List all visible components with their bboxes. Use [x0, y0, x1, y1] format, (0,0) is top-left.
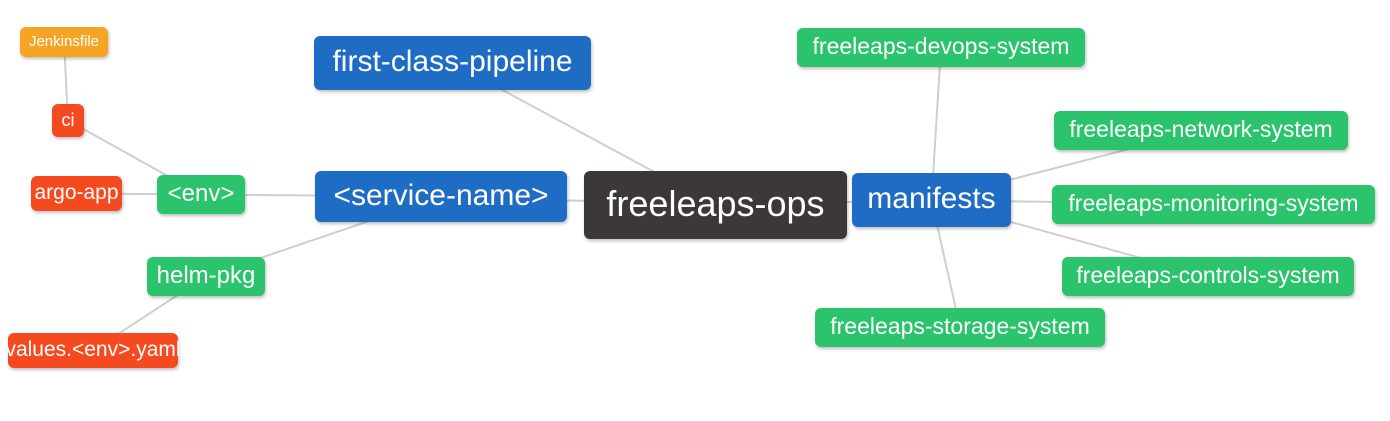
node-freeleaps-controls-system[interactable]: freeleaps-controls-system — [1062, 257, 1354, 296]
node-ci[interactable]: ci — [52, 104, 84, 137]
node-manifests[interactable]: manifests — [852, 173, 1011, 227]
node-helm-pkg[interactable]: helm-pkg — [147, 257, 265, 296]
node-freeleaps-ops[interactable]: freeleaps-ops — [584, 171, 847, 239]
node-freeleaps-storage-system[interactable]: freeleaps-storage-system — [815, 308, 1105, 347]
node-first-class-pipeline[interactable]: first-class-pipeline — [314, 36, 591, 90]
node-freeleaps-network-system[interactable]: freeleaps-network-system — [1054, 111, 1348, 150]
node-jenkinsfile[interactable]: Jenkinsfile — [20, 27, 108, 57]
node-freeleaps-monitoring-system[interactable]: freeleaps-monitoring-system — [1052, 185, 1375, 224]
node-service-name[interactable]: <service-name> — [315, 171, 567, 222]
node-argo-app[interactable]: argo-app — [31, 176, 122, 211]
node-values-env-yaml[interactable]: values.<env>.yaml — [5, 333, 181, 368]
node-env[interactable]: <env> — [157, 175, 245, 214]
node-freeleaps-devops-system[interactable]: freeleaps-devops-system — [797, 28, 1085, 67]
